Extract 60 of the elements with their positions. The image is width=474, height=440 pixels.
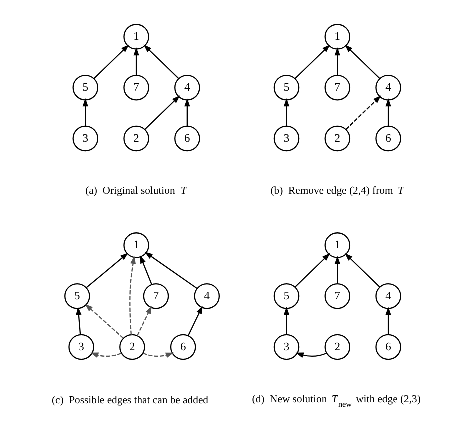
arrow: [129, 256, 136, 335]
node-circle: 2: [324, 334, 350, 360]
arrow: [385, 98, 391, 126]
node-circle: 5: [72, 74, 98, 101]
arrow: [294, 253, 330, 288]
node-circle: 5: [64, 283, 90, 310]
arrow: [334, 48, 340, 76]
node-circle: 3: [273, 334, 300, 360]
arrow: [90, 352, 122, 358]
arrow: [294, 44, 330, 80]
node-circle: 1: [123, 24, 149, 50]
node-circle: 5: [273, 74, 300, 101]
arrow: [93, 44, 129, 80]
node-circle: 7: [324, 74, 350, 101]
node-circle: 1: [324, 24, 350, 50]
arrow: [283, 98, 290, 126]
arrow: [344, 253, 380, 288]
arrow: [144, 252, 198, 290]
node-circle: 1: [324, 232, 350, 258]
arrow: [283, 307, 290, 335]
arrow: [143, 44, 179, 80]
node-circle: 4: [174, 74, 200, 101]
node-circle: 4: [194, 283, 220, 310]
node-circle: 7: [142, 283, 169, 310]
node-circle: 3: [72, 126, 98, 152]
node-circle: 2: [119, 334, 145, 360]
arrow: [86, 252, 128, 288]
node-circle: 7: [324, 283, 350, 310]
arrow: [136, 306, 152, 336]
node-circle: 3: [68, 334, 94, 360]
arrow: [187, 306, 202, 336]
node-circle: 4: [375, 283, 401, 310]
node-circle: 1: [123, 232, 149, 258]
arrow: [140, 256, 152, 285]
node-circle: 7: [123, 74, 149, 101]
node-circle: 6: [375, 126, 401, 152]
node-circle: 5: [273, 283, 300, 310]
node-circle: 6: [375, 334, 401, 360]
node-circle: 2: [123, 126, 149, 152]
node-circle: 2: [324, 126, 350, 152]
arrow: [144, 96, 180, 130]
arrow: [385, 307, 391, 335]
label: (a) Original solution T: [85, 185, 186, 198]
arrow: [334, 256, 340, 284]
node-circle: 6: [174, 126, 200, 152]
arrow: [345, 96, 381, 130]
node-circle: 4: [375, 74, 401, 101]
label: (c) Possible edges that can be added: [51, 394, 208, 406]
label: (b) Remove edge (2,4) from T: [270, 185, 404, 198]
arrow: [82, 98, 88, 126]
node-circle: 3: [273, 126, 300, 152]
arrow: [133, 48, 139, 76]
arrow: [76, 307, 82, 335]
arrow: [84, 304, 124, 339]
arrow: [344, 44, 380, 80]
arrow: [142, 352, 174, 358]
arrow: [184, 98, 190, 126]
arrow: [295, 352, 326, 358]
label: (d) New solution T$_{new}$ with edge (2,3): [252, 394, 420, 410]
node-circle: 6: [170, 334, 196, 360]
